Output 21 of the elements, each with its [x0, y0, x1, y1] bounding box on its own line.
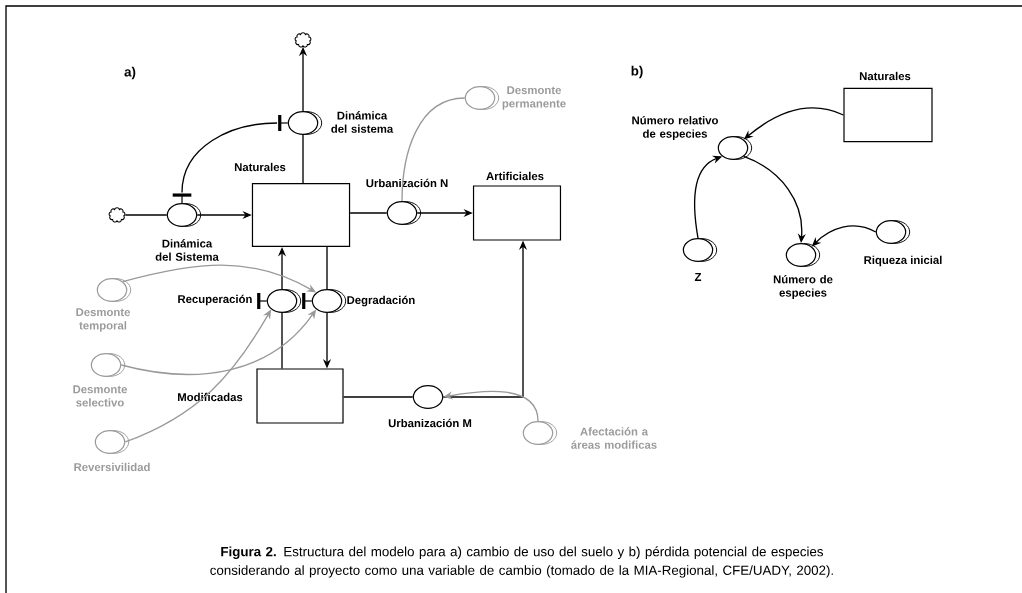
stock-box: Artificiales — [472, 171, 562, 241]
connector-line — [181, 122, 278, 194]
connector-line — [342, 396, 414, 398]
connector-line — [326, 246, 328, 290]
connector-line — [401, 97, 466, 202]
connector-line — [124, 214, 168, 216]
node-label: Naturales — [859, 71, 911, 81]
connector-line — [349, 212, 388, 214]
connector-line — [302, 134, 304, 184]
node-label: Artificiales — [486, 171, 544, 181]
cloud-symbol — [294, 32, 312, 48]
stock-box: Naturales — [234, 162, 351, 248]
caption: Figura 2. Estructura del modelo para a) cambio de uso del suelo y b) pérdida potencial de especies considerando al proyecto como una variable de cambio (tomado de la MIA-Regional, CFE/UADY, 2002). — [210, 546, 833, 578]
node-label: Modificadas — [178, 392, 243, 402]
stock-box: Modificadas — [178, 368, 344, 424]
cloud-symbol — [108, 207, 126, 223]
node-label: Naturales — [234, 162, 286, 172]
connector-line — [281, 312, 283, 370]
panel-label: b) — [631, 65, 643, 79]
panel-label: a) — [124, 66, 136, 80]
stock-box: Naturales — [843, 71, 933, 143]
